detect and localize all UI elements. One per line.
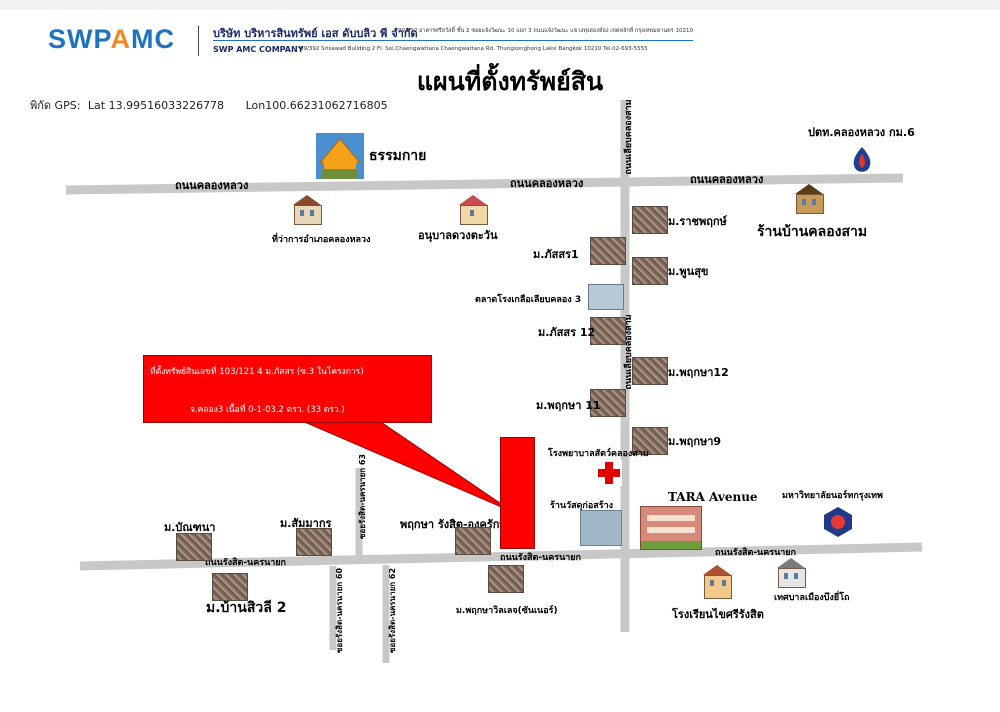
company-name-thai: บริษัท บริหารสินทรัพย์ เอส ดับบลิว พี จำ…	[213, 27, 418, 40]
gps-label: พิกัด GPS:	[30, 99, 81, 112]
village-marker	[590, 237, 626, 265]
place-m-ban-siri: ม.บ้านสิวลี 2	[206, 600, 287, 616]
company-name-english: SWP AMC COMPANY	[213, 45, 304, 54]
gps-coordinates: พิกัด GPS: Lat 13.99516033226778 Lon100.…	[30, 96, 388, 114]
place-m-phunsuk: ม.พูนสุข	[668, 265, 709, 278]
road-label-soi-60: ซอยรังสิต-นครนายก 60	[335, 567, 344, 654]
school-icon	[700, 565, 736, 599]
place-dhammakaya: ธรรมกาย	[369, 148, 427, 164]
kindergarten-icon	[456, 195, 490, 225]
property-callout-box: ที่ตั้งทรัพย์สินเลขที่ 103/121 4 ม.ภัสสร…	[143, 355, 432, 423]
district-office-icon	[290, 195, 324, 225]
shop-icon	[580, 510, 622, 546]
hospital-cross-icon	[596, 460, 622, 486]
village-marker	[590, 317, 626, 345]
place-m-phruksa11: ม.พฤกษา 11	[536, 399, 601, 412]
village-marker	[632, 357, 668, 385]
dhammakaya-icon	[316, 133, 364, 179]
municipality-icon	[774, 558, 808, 588]
callout-pointer	[299, 419, 514, 513]
place-m-phruksa12: ม.พฤกษา12	[668, 366, 729, 379]
place-tara: TARA Avenue	[668, 490, 758, 504]
ban-khlong-sam-icon	[792, 184, 826, 214]
gps-lon: Lon100.66231062716805	[245, 99, 388, 112]
market-icon	[588, 284, 624, 310]
top-strip	[0, 0, 1000, 10]
village-marker	[632, 206, 668, 234]
place-hospital: โรงพยาบาลสัตว์คลองสาม	[548, 449, 649, 459]
village-marker	[212, 573, 248, 601]
place-ptt: ปตท.คลองหลวง กม.6	[808, 126, 915, 139]
place-m-phatsorn1: ม.ภัสสร1	[533, 248, 579, 261]
village-marker	[176, 533, 212, 561]
village-marker	[632, 257, 668, 285]
place-district-office: ที่ว่าการอำเภอคลองหลวง	[272, 235, 371, 245]
callout-line-1: ที่ตั้งทรัพย์สินเลขที่ 103/121 4 ม.ภัสสร…	[150, 367, 364, 377]
road-label-rangsit-1: ถนนรังสิต-นครนายก	[205, 558, 286, 568]
village-marker	[455, 527, 491, 555]
place-m-phruksa9: ม.พฤกษา9	[668, 435, 722, 448]
place-kindergarten: อนุบาลดวงตะวัน	[418, 229, 498, 242]
place-m-subsomboon: ม.สัมมากร	[280, 517, 332, 530]
place-m-ratchaphruek: ม.ราชพฤกษ์	[668, 215, 727, 228]
property-location-marker	[500, 437, 535, 549]
gps-lat: Lat 13.99516033226778	[87, 99, 225, 112]
road-khlong-luang	[65, 173, 904, 195]
university-logo-icon	[818, 505, 858, 541]
road-label-khlong-luang-3: ถนนคลองหลวง	[690, 173, 764, 186]
place-municipality: เทศบาลเมืองบึงยี่โถ	[774, 593, 850, 603]
village-marker	[488, 565, 524, 593]
header-rule	[213, 40, 693, 41]
village-marker	[590, 389, 626, 417]
road-label-rangsit-3: ถนนรังสิต-นครนายก	[715, 548, 796, 558]
header-divider	[198, 26, 199, 56]
place-ban-khlong-sam: ร้านบ้านคลองสาม	[757, 224, 868, 240]
tara-avenue-icon	[640, 506, 702, 550]
place-school: โรงเรียนไขศรีรังสิต	[672, 608, 764, 621]
road-label-khlong-luang-2: ถนนคลองหลวง	[510, 177, 584, 190]
place-shop: ร้านวัสดุก่อสร้าง	[550, 501, 614, 511]
place-market: ตลาดโรงเกลือเลียบคลอง 3	[475, 295, 582, 305]
map-title: แผนที่ตั้งทรัพย์สิน	[416, 67, 604, 96]
road-label-soi-62: ซอยรังสิต-นครนายก 62	[388, 567, 397, 654]
road-label-rangsit-2: ถนนรังสิต-นครนายก	[500, 553, 581, 563]
village-marker	[296, 528, 332, 556]
village-marker	[632, 427, 668, 455]
callout-line-2: จ.คลอง3 เนื้อที่ 0-1-03.2 ตรว. (33 ตรว.)	[190, 405, 345, 415]
place-phruksa-ville: ม.พฤกษาวิลเลจ(ซันเนอร์)	[456, 606, 558, 616]
place-university: มหาวิทยาลัยนอร์ทกรุงเทพ	[782, 491, 883, 501]
swp-amc-logo: SWPAMC	[48, 24, 175, 54]
road-rangsit-nakhon-nayok	[79, 542, 923, 571]
place-m-phatsorn12: ม.ภัสสร 12	[538, 326, 596, 339]
road-label-vertical-top: ถนนเลียบคลองสาม	[624, 99, 634, 175]
place-m-bunchana: ม.บัณฑนา	[164, 521, 216, 534]
company-address-thai: 99/392 อาคารศรีสวัสดิ์ ชั้น 2 ซอยแจ้งวัฒ…	[398, 28, 693, 34]
ptt-icon	[850, 146, 874, 174]
road-label-khlong-luang-1: ถนนคลองหลวง	[175, 179, 249, 192]
company-address-english: 99/392 Srisawad Building 2 Fl. Soi.Chaen…	[300, 46, 648, 52]
road-label-soi-63: ซอยรังสิต-นครนายก 63	[358, 453, 367, 540]
